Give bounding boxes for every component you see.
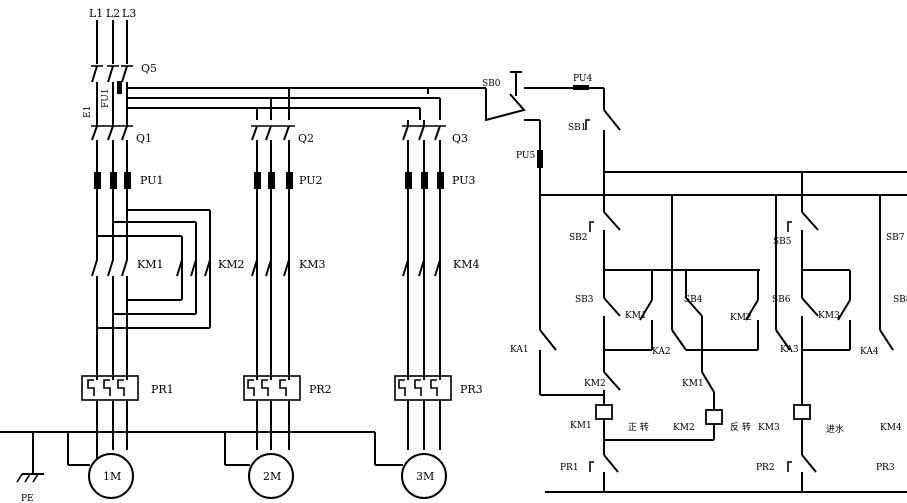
label-km3-hold: KM3 xyxy=(818,311,840,321)
label-sb6: SB6 xyxy=(772,295,791,305)
label-km3: KM3 xyxy=(299,258,325,271)
label-coil-km3: KM3 xyxy=(758,423,780,433)
label-km2-hold: KM2 xyxy=(730,313,752,323)
ground-bus: PE xyxy=(0,431,403,503)
supply-lines: L1 L2 L3 xyxy=(89,7,136,64)
label-water-in: 进水 xyxy=(826,423,844,435)
label-pu1: PU1 xyxy=(140,174,163,187)
label-coil-km1: KM1 xyxy=(570,421,592,431)
branch-3: Q3 PU3 KM4 PR3 3M xyxy=(394,120,483,499)
label-sb7: SB7 xyxy=(886,233,905,243)
label-ka3: KA3 xyxy=(780,345,799,355)
label-km1-hold: KM1 xyxy=(625,311,647,321)
coil-km2 xyxy=(705,409,723,425)
label-km1-interlock: KM1 xyxy=(682,379,704,389)
coil-km3 xyxy=(793,404,811,420)
motor-1 xyxy=(88,453,134,499)
label-3m: 3M xyxy=(416,470,434,483)
label-pr3: PR3 xyxy=(460,383,483,396)
branch-1: Q1 PU1 KM1 KM2 PR1 1M xyxy=(81,125,244,499)
label-q1: Q1 xyxy=(136,132,152,145)
label-q2: Q2 xyxy=(298,132,314,145)
label-l2: L2 xyxy=(106,7,120,20)
label-sb0: SB0 xyxy=(482,79,501,89)
label-q3: Q3 xyxy=(452,132,468,145)
label-pu5: PU5 xyxy=(516,151,535,161)
label-pr1: PR1 xyxy=(151,383,174,396)
control-circuit: SB0 PU4 SB1 PU5 KA1 SB2 SB3 xyxy=(482,71,907,493)
label-q5: Q5 xyxy=(141,62,157,75)
label-sb1: SB1 xyxy=(568,123,587,133)
label-pr3-ctl: PR3 xyxy=(876,463,895,473)
label-km2-interlock: KM2 xyxy=(584,379,606,389)
distribution-buses xyxy=(127,87,486,120)
label-pr2: PR2 xyxy=(309,383,332,396)
label-forward: 正 转 xyxy=(628,421,649,433)
label-sb3: SB3 xyxy=(575,295,594,305)
label-pe: PE xyxy=(21,494,34,503)
label-pu3: PU3 xyxy=(452,174,475,187)
label-reverse: 反 转 xyxy=(730,421,751,433)
label-sb4: SB4 xyxy=(684,295,703,305)
label-2m: 2M xyxy=(263,470,281,483)
label-pu2: PU2 xyxy=(299,174,322,187)
label-coil-km2: KM2 xyxy=(673,423,695,433)
label-sb2: SB2 xyxy=(569,233,588,243)
label-e1: E1 xyxy=(83,106,93,118)
branch-2: Q2 PU2 KM3 PR2 2M xyxy=(243,125,332,499)
label-l3: L3 xyxy=(122,7,136,20)
label-sb8: SB8 xyxy=(893,295,907,305)
label-l1: L1 xyxy=(89,7,103,20)
label-km2: KM2 xyxy=(218,258,244,271)
motor-3 xyxy=(401,453,447,499)
label-1m: 1M xyxy=(103,470,121,483)
coil-km1 xyxy=(595,404,613,420)
label-km1: KM1 xyxy=(137,258,163,271)
label-pr1-ctl: PR1 xyxy=(560,463,579,473)
label-pu4: PU4 xyxy=(573,74,592,84)
label-pr2-ctl: PR2 xyxy=(756,463,775,473)
main-switch-q5: Q5 E1 FU1 xyxy=(83,62,157,126)
label-sb5: SB5 xyxy=(773,237,792,247)
motor-2 xyxy=(248,453,294,499)
label-km4: KM4 xyxy=(453,258,479,271)
label-ka2: KA2 xyxy=(652,347,671,357)
label-ka1: KA1 xyxy=(510,345,529,355)
label-coil-km4: KM4 xyxy=(880,423,902,433)
label-fu1-small: FU1 xyxy=(101,88,111,108)
label-ka4: KA4 xyxy=(860,347,879,357)
